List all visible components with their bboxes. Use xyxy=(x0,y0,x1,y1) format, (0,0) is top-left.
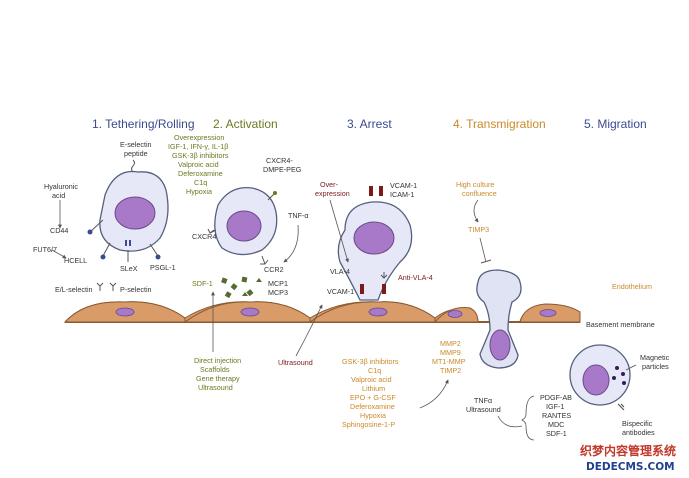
stage-title-1: 1. Tethering/Rolling xyxy=(92,117,195,131)
migration-cell xyxy=(569,344,631,411)
mmp-2: MT1-MMP xyxy=(432,357,466,366)
arrest-below-5: Deferoxamine xyxy=(350,402,395,411)
hyaluronic-label-2: acid xyxy=(52,191,65,200)
factor-2: RANTES xyxy=(542,411,571,420)
bispecific-1: Bispecific xyxy=(622,419,653,428)
act-below-2: Gene therapy xyxy=(196,374,240,383)
hyaluronic-label-1: Hyaluronic xyxy=(44,182,78,191)
mmp-0: MMP2 xyxy=(440,339,461,348)
transmigration-cell xyxy=(476,269,522,369)
watermark-url: DEDECMS.COM xyxy=(586,461,675,473)
factor-1: IGF-1 xyxy=(546,402,564,411)
watermark: 织梦内容管理系统 DEDECMS.COM xyxy=(580,443,676,473)
vcam-icam-1: VCAM-1 xyxy=(390,181,417,190)
arrest-ultrasound: Ultrasound xyxy=(278,358,313,367)
factor-0: PDGF-AB xyxy=(540,393,572,402)
arrest-below-4: EPO + G-CSF xyxy=(350,393,396,402)
stage-titles: 1. Tethering/Rolling 2. Activation 3. Ar… xyxy=(92,117,647,131)
arrest-below-0: GSK-3β inhibitors xyxy=(342,357,399,366)
arrest-cell xyxy=(337,186,413,301)
activation-cell xyxy=(207,186,278,265)
migration-labels: Magnetic particles Bispecific antibodies… xyxy=(466,353,670,441)
psgl-label: PSGL-1 xyxy=(150,263,176,272)
arrest-below-2: Valproic acid xyxy=(351,375,392,384)
mcp3-label: MCP3 xyxy=(268,288,288,297)
stage-title-5: 5. Migration xyxy=(584,117,647,131)
act-over-1: IGF-1, IFN-γ, IL-1β xyxy=(168,142,228,151)
vcam-icam-2: ICAM-1 xyxy=(390,190,414,199)
tethering-labels: E-selectin peptide Hyaluronic acid CD44 … xyxy=(33,140,176,294)
confluence-2: confluence xyxy=(462,189,497,198)
anti-vla4-label: Anti-VLA-4 xyxy=(398,273,433,282)
vcam1-label: VCAM-1 xyxy=(327,287,354,296)
arrest-over-2: expression xyxy=(315,189,350,198)
slex-label: SLeX xyxy=(120,264,138,273)
mmp-1: MMP9 xyxy=(440,348,461,357)
act-over-2: GSK-3β inhibitors xyxy=(172,151,229,160)
stage-title-3: 3. Arrest xyxy=(347,117,392,131)
activation-chemokines xyxy=(221,276,262,299)
mcp1-label: MCP1 xyxy=(268,279,288,288)
cxcr4-dmpe-2: DMPE-PEG xyxy=(263,165,302,174)
act-below-0: Direct injection xyxy=(194,356,241,365)
fut-label: FUT6/7 xyxy=(33,245,57,254)
sdf1-label: SDF-1 xyxy=(192,279,213,288)
eselectin-label-1: E-selectin xyxy=(120,140,152,149)
vla4-label: VLA-4 xyxy=(330,267,350,276)
cxcr4-dmpe-1: CXCR4- xyxy=(266,156,293,165)
basement-membrane-label: Basement membrane xyxy=(586,320,655,329)
cxcr4-label: CXCR4 xyxy=(192,232,216,241)
endothelium-label: Endothelium xyxy=(612,282,652,291)
factor-4: SDF-1 xyxy=(546,429,567,438)
act-over-4: Deferoxamine xyxy=(178,169,223,178)
tnf-us-2: Ultrasound xyxy=(466,405,501,414)
tnf-us-1: TNFα xyxy=(474,396,492,405)
ccr2-label: CCR2 xyxy=(264,265,284,274)
mmp-3: TIMP2 xyxy=(440,366,461,375)
tnf-label: TNF-α xyxy=(288,211,309,220)
arrest-below-7: Sphingosine-1-P xyxy=(342,420,395,429)
act-over-0: Overexpression xyxy=(174,133,224,142)
watermark-cn: 织梦内容管理系统 xyxy=(580,443,676,458)
timp3-label: TIMP3 xyxy=(468,225,489,234)
act-over-5: C1q xyxy=(194,178,207,187)
endothelium-layer: Endothelium Basement membrane xyxy=(63,282,655,329)
factor-3: MDC xyxy=(548,420,564,429)
arrest-labels: Over- expression VCAM-1 ICAM-1 VLA-4 VCA… xyxy=(278,180,433,429)
confluence-1: High culture xyxy=(456,180,494,189)
p-selectin-label: P-selectin xyxy=(120,285,152,294)
activation-labels: Overexpression IGF-1, IFN-γ, IL-1β GSK-3… xyxy=(168,133,309,392)
magnetic-2: particles xyxy=(642,362,669,371)
stage-title-2: 2. Activation xyxy=(213,117,278,131)
hcell-label: HCELL xyxy=(64,256,87,265)
act-over-3: Valproic acid xyxy=(178,160,219,169)
el-selectin-label: E/L-selectin xyxy=(55,285,93,294)
stage-title-4: 4. Transmigration xyxy=(453,117,546,131)
transmigration-labels: High culture confluence TIMP3 MMP2 MMP9 … xyxy=(419,180,497,409)
arrest-over-1: Over- xyxy=(320,180,339,189)
act-over-6: Hypoxia xyxy=(186,187,212,196)
bispecific-2: antibodies xyxy=(622,428,655,437)
tethering-cell xyxy=(87,159,169,262)
arrest-below-6: Hypoxia xyxy=(360,411,386,420)
arrest-below-3: Lithium xyxy=(362,384,385,393)
cd44-label: CD44 xyxy=(50,226,68,235)
act-below-1: Scaffolds xyxy=(200,365,230,374)
magnetic-1: Magnetic xyxy=(640,353,670,362)
act-below-3: Ultrasound xyxy=(198,383,233,392)
eselectin-label-2: peptide xyxy=(124,149,148,158)
arrest-below-1: C1q xyxy=(368,366,381,375)
